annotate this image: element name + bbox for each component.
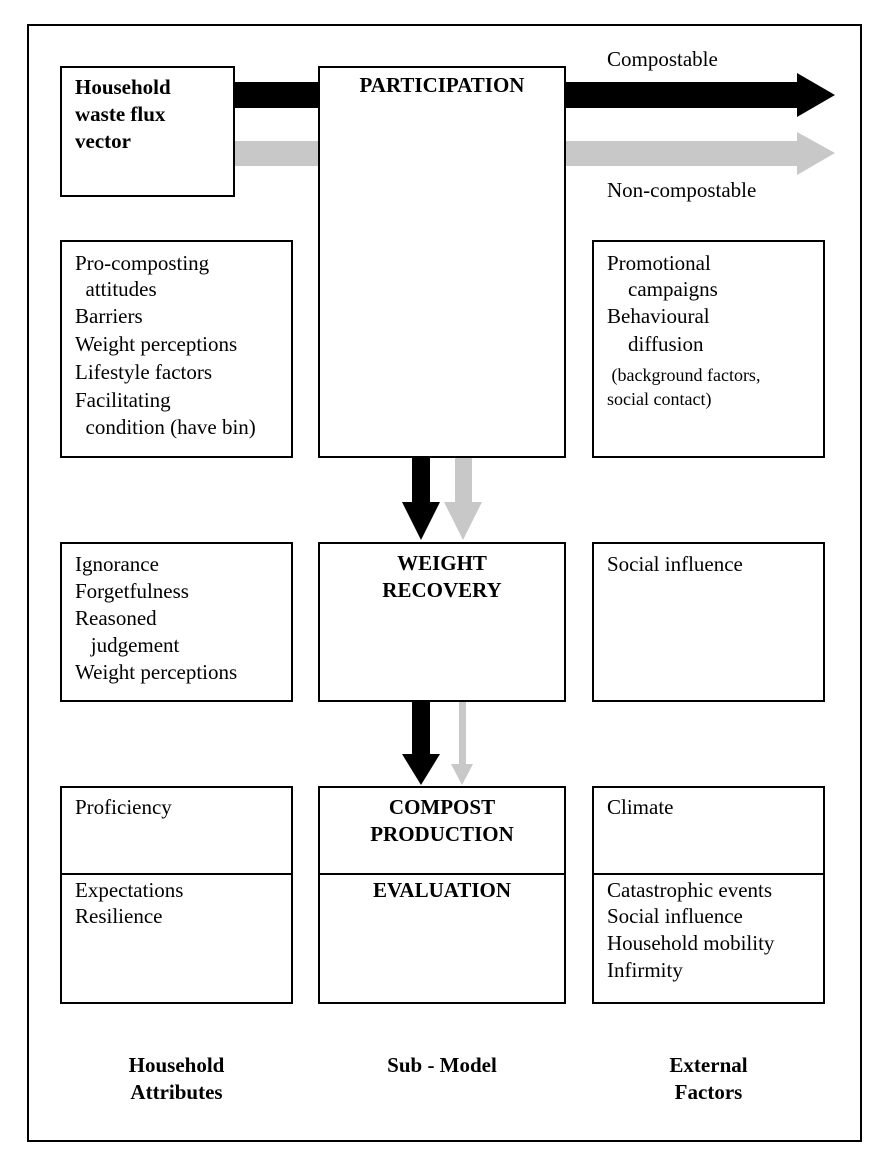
household-weight-recovery-line: Weight perceptions bbox=[75, 660, 238, 684]
compost-evaluation-divider bbox=[318, 873, 566, 875]
external-evaluation-line: Social influence bbox=[607, 904, 743, 928]
submodel-column-label: Sub - Model bbox=[387, 1053, 497, 1077]
household-column-label-1: Household bbox=[128, 1053, 225, 1077]
household-participation-line: Weight perceptions bbox=[75, 332, 238, 356]
external-participation-note: (background factors, bbox=[607, 365, 761, 385]
noncompostable-output-arrow bbox=[565, 132, 835, 175]
household-evaluation-line: Resilience bbox=[75, 904, 163, 928]
noncompostable-down-arrow-2 bbox=[451, 701, 473, 785]
external-participation-note: social contact) bbox=[607, 389, 712, 409]
household-participation-line: condition (have bin) bbox=[75, 415, 256, 439]
compostable-down-arrow-1 bbox=[402, 457, 440, 540]
household-waste-flux-box bbox=[60, 66, 235, 197]
noncompostable-label: Non-compostable bbox=[607, 178, 757, 202]
household-participation-line: Barriers bbox=[75, 304, 143, 328]
noncompostable-flow-arrow bbox=[234, 141, 319, 166]
weight-recovery-title-1: WEIGHT bbox=[397, 551, 487, 575]
compostable-down-arrow-2 bbox=[402, 701, 440, 785]
external-participation-line: Behavioural bbox=[607, 304, 710, 328]
household-evaluation-line: Expectations bbox=[75, 878, 184, 902]
household-compost-line: Proficiency bbox=[75, 795, 172, 819]
household-column-label-2: Attributes bbox=[130, 1080, 223, 1104]
noncompostable-down-arrow-1 bbox=[444, 457, 482, 540]
weight-recovery-title-2: RECOVERY bbox=[382, 578, 502, 602]
household-compost-box bbox=[60, 786, 293, 1004]
external-participation-box bbox=[592, 240, 825, 458]
household-participation-line: attitudes bbox=[75, 277, 157, 301]
household-participation-line: Lifestyle factors bbox=[75, 360, 213, 384]
household-participation-line: Facilitating bbox=[75, 388, 171, 412]
compostable-label: Compostable bbox=[607, 47, 718, 71]
external-column-label-1: External bbox=[669, 1053, 748, 1077]
external-participation-line: campaigns bbox=[607, 277, 718, 301]
household-weight-recovery-line: Forgetfulness bbox=[75, 579, 189, 603]
evaluation-title: EVALUATION bbox=[372, 878, 512, 902]
source-label-line-3: vector bbox=[75, 129, 131, 153]
household-weight-recovery-box bbox=[60, 542, 293, 702]
household-participation-box bbox=[60, 240, 293, 458]
external-evaluation-line: Catastrophic events bbox=[607, 878, 773, 902]
household-weight-recovery-line: Ignorance bbox=[75, 552, 159, 576]
external-weight-recovery-line: Social influence bbox=[607, 552, 743, 576]
compost-production-title-1: COMPOST bbox=[388, 795, 496, 819]
participation-box bbox=[318, 66, 566, 458]
source-label-line-2: waste flux bbox=[75, 102, 166, 126]
household-participation-line: Pro-composting bbox=[75, 251, 210, 275]
external-column-label-2: Factors bbox=[674, 1080, 743, 1104]
external-weight-recovery-box bbox=[592, 542, 825, 702]
compostable-output-arrow bbox=[565, 73, 835, 117]
external-evaluation-line: Infirmity bbox=[607, 958, 683, 982]
diagram-frame bbox=[27, 24, 862, 1142]
household-weight-recovery-line: Reasoned bbox=[75, 606, 157, 630]
external-participation-line: diffusion bbox=[607, 332, 704, 356]
external-compost-box bbox=[592, 786, 825, 1004]
compostable-flow-arrow bbox=[234, 82, 319, 108]
compost-production-box bbox=[318, 786, 566, 1004]
participation-title: PARTICIPATION bbox=[359, 73, 525, 97]
weight-recovery-box bbox=[318, 542, 566, 702]
external-evaluation-line: Household mobility bbox=[607, 931, 775, 955]
household-compost-divider bbox=[60, 873, 293, 875]
source-label-line-1: Household bbox=[75, 75, 171, 99]
external-compost-divider bbox=[592, 873, 825, 875]
household-weight-recovery-line: judgement bbox=[75, 633, 180, 657]
compost-production-title-2: PRODUCTION bbox=[370, 822, 514, 846]
external-compost-line: Climate bbox=[607, 795, 674, 819]
external-participation-line: Promotional bbox=[607, 251, 711, 275]
